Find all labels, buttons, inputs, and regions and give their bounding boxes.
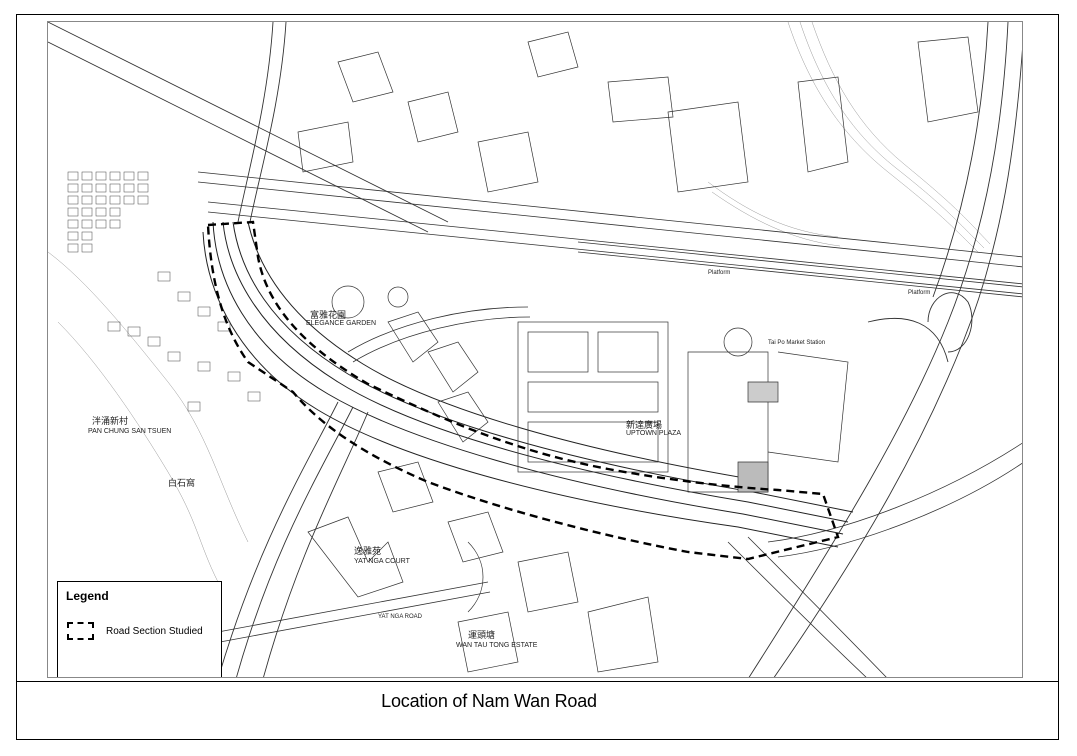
- figure-caption: Location of Nam Wan Road: [381, 691, 597, 711]
- road-section-studied-boundary: [206, 220, 840, 561]
- terrain-hatching: [48, 22, 991, 583]
- map-legend: Legend Road Section Studied: [57, 581, 222, 677]
- map-drawing: [48, 22, 1022, 677]
- highway-east: [748, 22, 1022, 677]
- label-uptown-plaza-cn: 新達廣場: [626, 420, 663, 430]
- southern-estates: [307, 461, 659, 673]
- map-canvas[interactable]: 富雅花園 ELEGANCE GARDEN 泮涌新村 PAN CHUNG SAN …: [47, 21, 1023, 678]
- label-tai-po-market-station: Tai Po Market Station: [768, 340, 826, 346]
- southern-road: [727, 442, 1022, 677]
- yat-nga-road: [217, 306, 531, 643]
- label-elegance-garden-cn: 富雅花園: [310, 310, 347, 320]
- uptown-plaza-complex: [517, 321, 849, 493]
- label-yat-nga-court-cn: 逸雅苑: [354, 546, 382, 556]
- railway-corridor: [48, 22, 1022, 298]
- caption-divider: [17, 681, 1058, 682]
- label-pan-chung: PAN CHUNG SAN TSUEN: [88, 428, 172, 435]
- label-platform-2: Platform: [908, 290, 931, 296]
- label-wan-tau-tong: WAN TAU TONG ESTATE: [456, 642, 538, 649]
- label-wan-tau-tong-cn: 運頭塘: [468, 630, 496, 640]
- label-yat-nga-court: YAT NGA COURT: [354, 558, 410, 565]
- label-elegance-garden: ELEGANCE GARDEN: [306, 320, 377, 327]
- western-road: [218, 22, 369, 677]
- legend-dashed-swatch: [67, 622, 94, 640]
- label-platform-1: Platform: [708, 270, 731, 276]
- label-pan-chung-cn: 泮涌新村: [92, 416, 129, 426]
- village-houses: [67, 171, 261, 412]
- northern-buildings: [297, 31, 979, 193]
- label-uptown-plaza: UPTOWN PLAZA: [626, 430, 682, 437]
- legend-title: Legend: [66, 589, 109, 603]
- figure-frame: 富雅花園 ELEGANCE GARDEN 泮涌新村 PAN CHUNG SAN …: [16, 14, 1059, 740]
- elegance-garden-blocks: [331, 285, 489, 443]
- legend-road-section-label: Road Section Studied: [106, 626, 203, 637]
- label-yat-nga-road: YAT NGA ROAD: [378, 614, 423, 620]
- label-wan-tau-kok-cn: 白石窩: [168, 478, 196, 488]
